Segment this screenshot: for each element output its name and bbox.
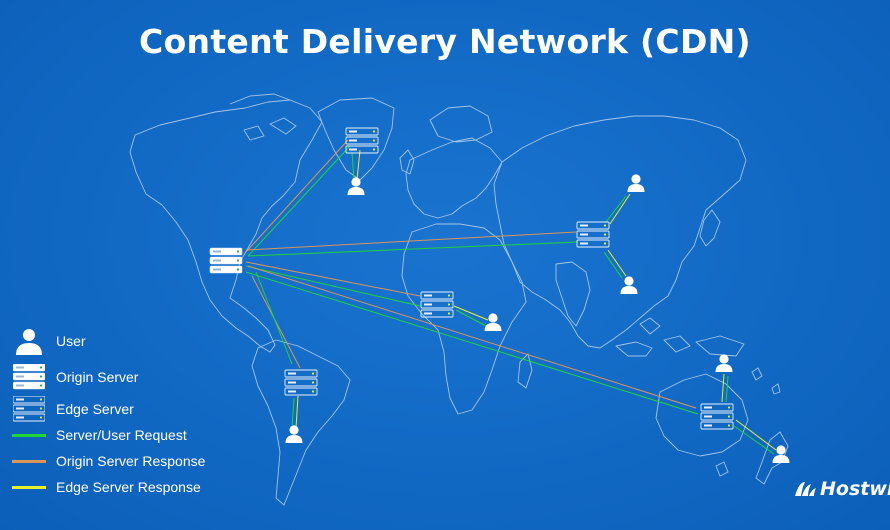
japan-outline	[699, 209, 721, 247]
request-line	[255, 271, 293, 365]
uk-outline	[399, 149, 415, 175]
greenland-outline	[317, 97, 395, 181]
legend-label-edge-server: Edge Server	[56, 401, 134, 417]
request-line	[733, 425, 775, 455]
edge-response-line	[721, 373, 725, 403]
legend-item-edge-server: Edge Server	[12, 396, 134, 422]
edge-server-asia	[576, 221, 610, 248]
se-asia-islands-outline	[615, 317, 745, 357]
legend-item-edge-response: Edge Server Response	[12, 479, 201, 495]
user-icon	[285, 425, 303, 443]
legend-item-request: Server/User Request	[12, 427, 187, 443]
user-icon	[12, 326, 46, 356]
origin-response-line	[245, 231, 577, 251]
new-zealand-outline	[755, 431, 789, 485]
madagascar-outline	[517, 353, 533, 389]
origin-server	[209, 247, 243, 274]
request-line	[351, 151, 355, 181]
edge-server-africa	[420, 291, 454, 318]
asia-outline	[493, 115, 747, 349]
user-icon	[347, 177, 365, 195]
origin-response-line-swatch	[12, 459, 46, 463]
edge-response-line	[356, 149, 361, 181]
logo-text: Hostwin	[820, 478, 890, 500]
request-line	[291, 397, 295, 429]
connection-lines	[245, 139, 777, 455]
legend-item-user: User	[12, 326, 86, 356]
server-rack-icon	[12, 396, 46, 422]
legend-label-user: User	[56, 333, 86, 349]
legend-label-origin-response: Origin Server Response	[56, 453, 206, 469]
europe-outline	[405, 105, 503, 219]
edge-response-line	[295, 395, 299, 429]
request-line	[245, 271, 699, 415]
request-line	[247, 145, 351, 257]
india-outline	[555, 261, 591, 327]
edge-response-line	[607, 249, 627, 277]
request-line	[725, 375, 729, 403]
user-icon	[484, 313, 502, 331]
australia-outline	[655, 373, 749, 457]
origin-response-line	[245, 139, 349, 253]
diagram-title: Content Delivery Network (CDN)	[139, 22, 751, 61]
edge-server-australia	[700, 403, 734, 430]
request-line	[603, 251, 623, 279]
legend-item-origin-response: Origin Server Response	[12, 453, 205, 469]
tasmania-outline	[715, 461, 729, 477]
south-america-outline	[251, 339, 351, 506]
legend-item-origin-server: Origin Server	[12, 364, 138, 390]
hostwinds-wave-icon	[795, 482, 816, 496]
server-rack-icon	[12, 364, 46, 390]
request-line	[247, 241, 579, 257]
origin-response-line	[245, 261, 421, 297]
user-icon	[715, 354, 733, 372]
request-line	[605, 195, 627, 223]
edge-response-line-swatch	[12, 485, 46, 489]
edge-response-line	[453, 305, 489, 321]
user-icon	[627, 174, 645, 192]
canada-islands-outline	[229, 93, 297, 141]
north-america-outline	[129, 99, 323, 353]
legend-label-edge-response: Edge Server Response	[56, 479, 201, 495]
edge-server-greenland	[345, 127, 379, 154]
legend-label-origin-server: Origin Server	[56, 369, 139, 385]
edge-server-south-america	[284, 369, 318, 396]
origin-response-line	[247, 265, 697, 409]
edge-response-line	[609, 193, 631, 225]
edge-response-line	[735, 419, 777, 451]
legend-label-request: Server/User Request	[56, 427, 187, 443]
user-icon	[620, 276, 638, 294]
request-line	[455, 309, 487, 327]
pacific-islands-outline	[751, 367, 781, 395]
request-line-swatch	[12, 433, 46, 437]
request-line	[245, 265, 421, 307]
hostwinds-logo: Hostwin	[793, 478, 890, 500]
